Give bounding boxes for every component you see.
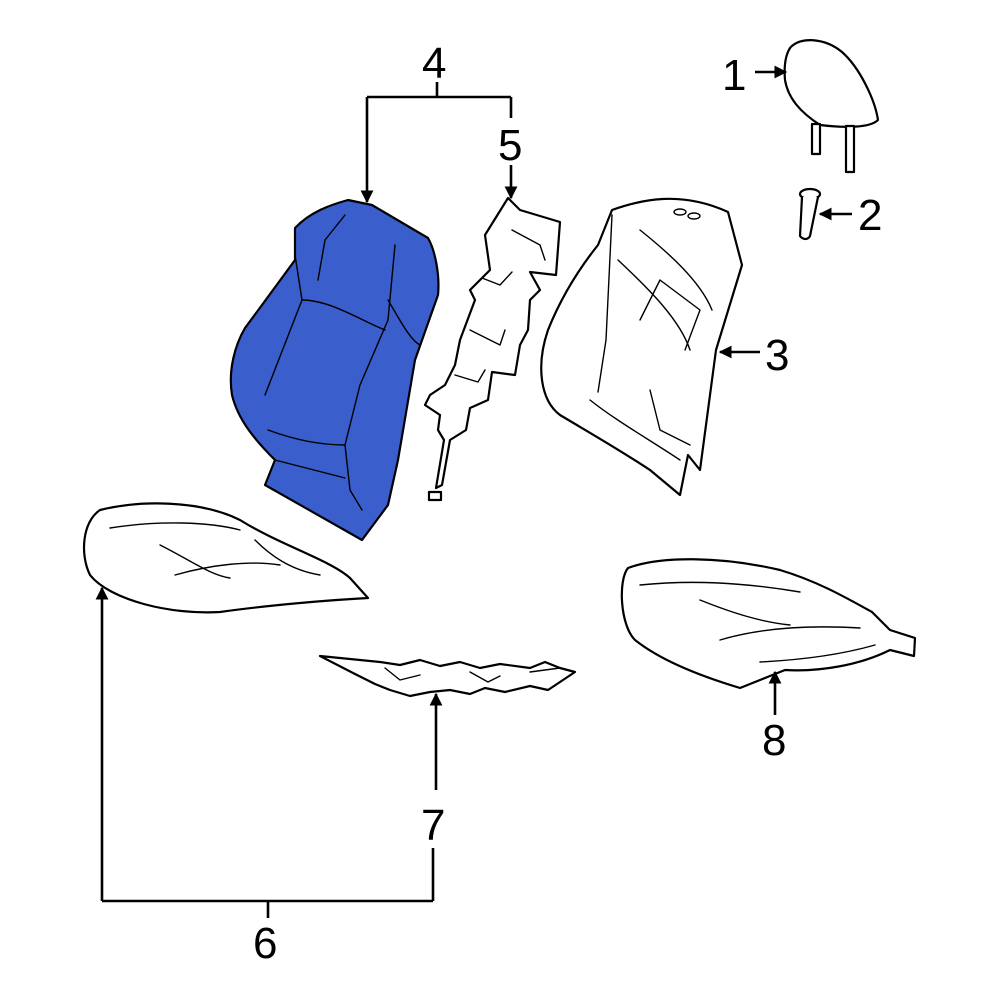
- bracket-4: [367, 82, 511, 99]
- seat-back-heater-part[interactable]: [423, 196, 562, 502]
- leader-lines: [95, 65, 852, 918]
- callout-4: 4: [422, 39, 446, 88]
- callout-1: 1: [722, 51, 746, 100]
- seat-cushion-cover-part[interactable]: [620, 558, 917, 690]
- headrest-part[interactable]: [783, 39, 880, 174]
- seat-cushion-heater-part[interactable]: [318, 654, 577, 698]
- callout-8: 8: [762, 716, 786, 765]
- bracket-6: [102, 899, 433, 918]
- callout-2: 2: [858, 191, 882, 240]
- callout-6: 6: [253, 919, 277, 968]
- seat-back-cover-part[interactable]: [229, 198, 440, 542]
- headrest-guide-part[interactable]: [798, 187, 822, 241]
- seat-cushion-pad-part[interactable]: [83, 502, 370, 614]
- callout-5: 5: [498, 121, 522, 170]
- callout-labels: 1 2 3 4 5 6 7 8: [253, 39, 882, 968]
- callout-7: 7: [421, 801, 445, 850]
- callout-3: 3: [765, 331, 789, 380]
- seat-back-frame-part[interactable]: [540, 197, 744, 497]
